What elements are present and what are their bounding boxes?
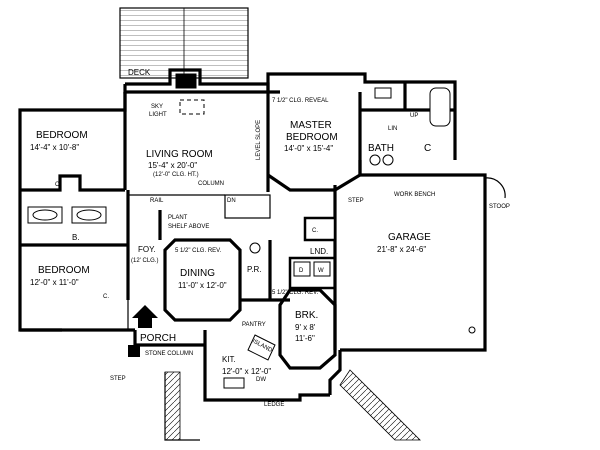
porch xyxy=(128,305,421,441)
column-label: COLUMN xyxy=(198,181,224,187)
closet-c-label: C xyxy=(424,143,431,154)
bedroom2-dims: 12'-0" x 11'-0" xyxy=(30,278,79,287)
garage-label: GARAGE xyxy=(388,232,431,243)
laundry-label: LND. xyxy=(310,247,328,256)
plant-shelf-label-2: SHELF ABOVE xyxy=(168,224,209,230)
brk-ceiling: 5 1/2" CLG. REV. xyxy=(272,290,319,296)
work-bench-label: WORK BENCH xyxy=(394,192,435,198)
step-label: STEP xyxy=(348,198,364,204)
master-label-2: BEDROOM xyxy=(286,132,338,143)
rail-label: RAIL xyxy=(150,198,164,204)
stoop-label: STOOP xyxy=(489,204,510,210)
living-room-label: LIVING ROOM xyxy=(146,149,213,160)
master-dims: 14'-0" x 15'-4" xyxy=(284,144,333,153)
sky-light-label-1: SKY xyxy=(151,104,163,110)
pantry-label: PANTRY xyxy=(242,322,266,328)
washer-label: W xyxy=(318,268,324,274)
kitchen-label: KIT. xyxy=(222,355,236,364)
fixtures xyxy=(27,73,506,389)
step-porch-label: STEP xyxy=(110,376,126,382)
breakfast-label: BRK. xyxy=(295,310,318,321)
plant-shelf-label-1: PLANT xyxy=(168,215,188,221)
powder-room-label: P.R. xyxy=(247,265,262,274)
dining-dims: 11'-0" x 12'-0" xyxy=(178,281,227,290)
living-room-ceiling: (12'-0" CLG. HT.) xyxy=(153,172,199,178)
level-slope-label: LEVEL SLOPE xyxy=(256,120,262,160)
closet-label-3: C. xyxy=(312,228,318,234)
dryer-label: D xyxy=(299,268,304,274)
dn-label: DN xyxy=(227,198,236,204)
garage-dims: 21'-8" x 24'-6" xyxy=(377,245,426,254)
deck-label: DECK xyxy=(128,68,151,77)
dw-label: DW xyxy=(256,377,266,383)
breakfast-dims-1: 9' x 8' xyxy=(295,323,316,332)
deck xyxy=(119,7,249,79)
ledge-label: LEDGE xyxy=(264,402,284,408)
dining-label: DINING xyxy=(180,268,215,279)
stone-column-label: STONE COLUMN xyxy=(145,351,193,357)
master-ceiling: 7 1/2" CLG. REVEAL xyxy=(272,98,329,104)
interior-walls xyxy=(20,82,455,370)
bedroom1-label: BEDROOM xyxy=(36,130,88,141)
sky-light-label-2: LIGHT xyxy=(149,112,167,118)
kitchen-dims: 12'-0" x 12'-0" xyxy=(222,367,271,376)
bath-b-label: B. xyxy=(72,233,80,242)
bedroom2-label: BEDROOM xyxy=(38,265,90,276)
master-label-1: MASTER xyxy=(290,120,332,131)
lin-label: LIN xyxy=(388,126,397,132)
up-label: UP xyxy=(410,113,418,119)
porch-label: PORCH xyxy=(140,333,176,344)
bedroom1-dims: 14'-4" x 10'-8" xyxy=(30,143,79,152)
closet-label-1: C. xyxy=(55,182,61,188)
closet-label-2: C. xyxy=(103,294,109,300)
living-room-dims: 15'-4" x 20'-0" xyxy=(148,161,197,170)
breakfast-dims-2: 11'-6" xyxy=(295,334,315,343)
bath-label: BATH xyxy=(368,143,394,154)
dining-ceiling: 5 1/2" CLG. REV. xyxy=(175,248,222,254)
foyer-ceiling: (12' CLG.) xyxy=(131,258,159,264)
foyer-label: FOY. xyxy=(138,245,156,254)
